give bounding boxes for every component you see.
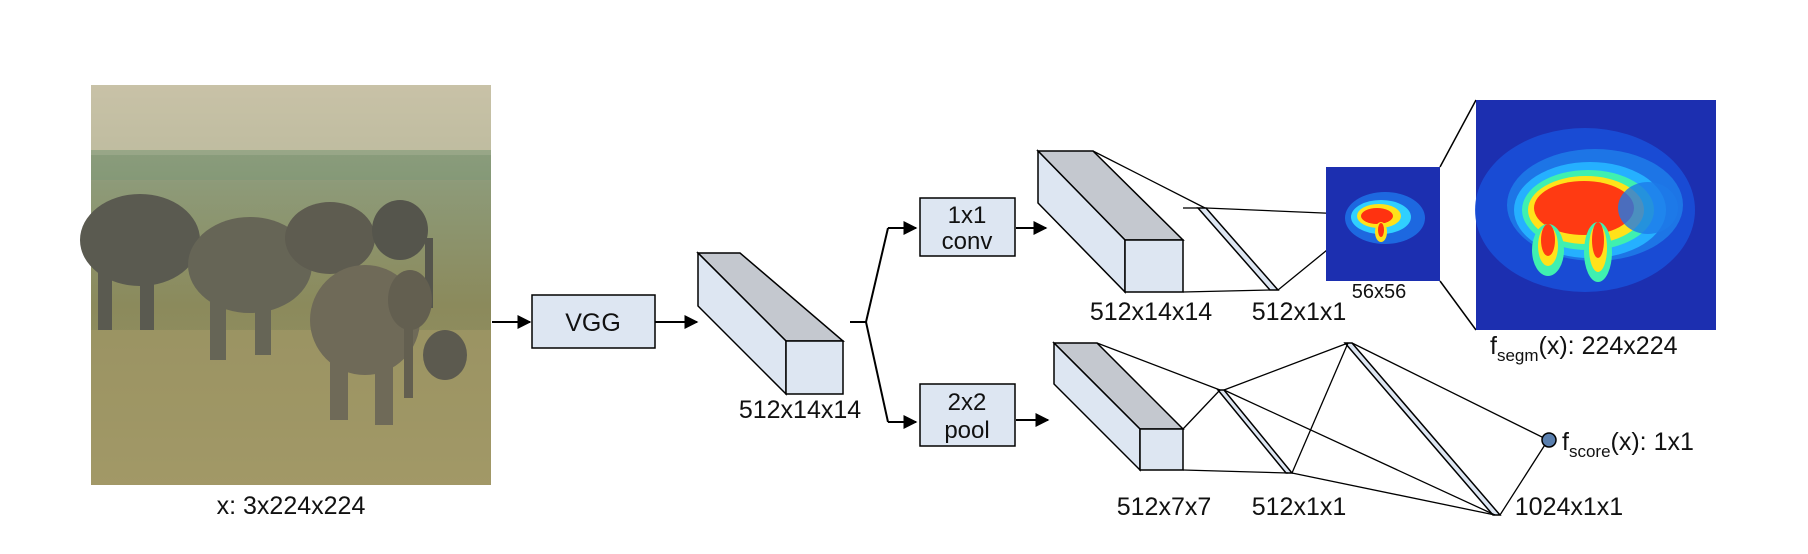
vgg-feature-cuboid <box>696 251 846 396</box>
score-connections <box>1096 342 1549 516</box>
vgg-label: VGG <box>565 309 621 337</box>
conv-label-line1: 1x1 <box>948 202 987 229</box>
small-mask-heatmap <box>1326 167 1440 281</box>
large-mask-heatmap <box>1475 100 1716 330</box>
zoom-lines <box>1439 99 1477 331</box>
input-image <box>80 85 491 485</box>
segm-fc-dims: 512x1x1 <box>1252 298 1347 326</box>
segm-subscript: segm <box>1497 346 1539 365</box>
score-fc2-dims: 1024x1x1 <box>1515 493 1623 521</box>
svg-text:fsegm(x): 224x224: fsegm(x): 224x224 <box>1490 332 1678 365</box>
score-subscript: score <box>1569 442 1611 461</box>
small-mask-dims: 56x56 <box>1352 281 1407 303</box>
score-fc1-layer <box>1216 389 1294 474</box>
score-feature-dims: 512x7x7 <box>1117 493 1212 521</box>
vgg-output-dims: 512x14x14 <box>739 396 861 424</box>
pool-label-line1: 2x2 <box>948 389 987 416</box>
score-f: f <box>1562 428 1569 456</box>
score-output-label: fscore(x): 1x1 <box>1562 428 1694 461</box>
segm-fc-layer <box>1196 207 1280 291</box>
svg-text:fscore(x): 1x1: fscore(x): 1x1 <box>1562 428 1694 461</box>
vgg-block: VGG <box>531 294 656 349</box>
score-output-node <box>1541 432 1557 448</box>
score-fc1-dims: 512x1x1 <box>1252 493 1347 521</box>
score-output-dims: (x): 1x1 <box>1611 428 1694 456</box>
branch-lines <box>850 221 918 429</box>
segm-feature-dims: 512x14x14 <box>1090 298 1212 326</box>
conv-block: 1x1 conv <box>919 197 1016 257</box>
segm-output-label: fsegm(x): 224x224 <box>1490 332 1678 365</box>
score-feature-cuboid <box>1052 341 1185 472</box>
pool-block: 2x2 pool <box>919 383 1016 447</box>
segm-output-dims: (x): 224x224 <box>1539 332 1678 360</box>
segm-f: f <box>1490 332 1497 360</box>
pool-label-line2: pool <box>944 417 989 444</box>
segm-feature-cuboid <box>1036 149 1185 294</box>
input-caption: x: 3x224x224 <box>217 492 366 520</box>
conv-label-line2: conv <box>942 228 993 255</box>
